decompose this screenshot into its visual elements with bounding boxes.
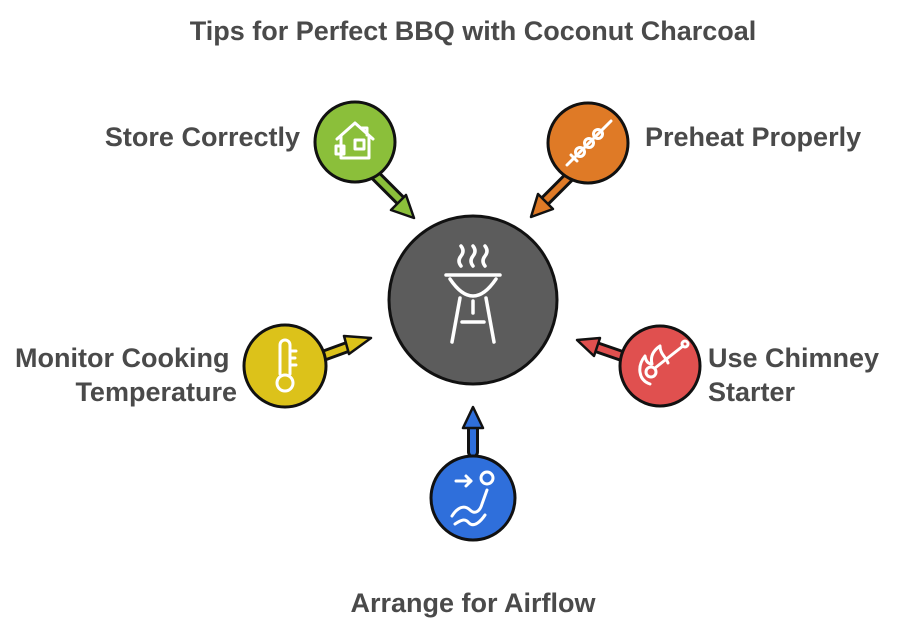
- preheat-arrow-head: [529, 192, 555, 219]
- airflow-icon: [450, 470, 495, 527]
- tip-preheat-properly: Preheat Properly: [529, 101, 861, 219]
- fire-match-icon: [638, 339, 690, 386]
- thermometer-icon: [275, 338, 298, 393]
- chimney-label: Use Chimney Starter: [708, 343, 887, 407]
- house-icon: [334, 121, 375, 160]
- center-hub: [387, 214, 559, 386]
- tip-monitor-temperature: Monitor Cooking Temperature: [15, 323, 373, 409]
- store-arrow-head: [389, 193, 416, 220]
- tip-arrange-airflow: Arrange for Airflow: [350, 405, 597, 618]
- preheat-label: Preheat Properly: [645, 122, 861, 152]
- chimney-arrow-head: [575, 336, 602, 358]
- grill-icon: [444, 244, 502, 344]
- tip-chimney-starter: Use Chimney Starter: [575, 324, 887, 408]
- monitor-arrow-head: [342, 334, 373, 356]
- diagram-title: Tips for Perfect BBQ with Coconut Charco…: [190, 16, 757, 46]
- airflow-circle: [429, 454, 517, 542]
- airflow-label: Arrange for Airflow: [350, 588, 596, 618]
- tip-store-correctly: Store Correctly: [105, 100, 416, 220]
- airflow-arrow-head: [461, 405, 485, 430]
- store-label: Store Correctly: [105, 122, 300, 152]
- monitor-circle: [242, 323, 328, 409]
- skewer-icon: [565, 119, 613, 167]
- monitor-label: Monitor Cooking Temperature: [15, 343, 237, 407]
- chimney-circle: [618, 324, 702, 408]
